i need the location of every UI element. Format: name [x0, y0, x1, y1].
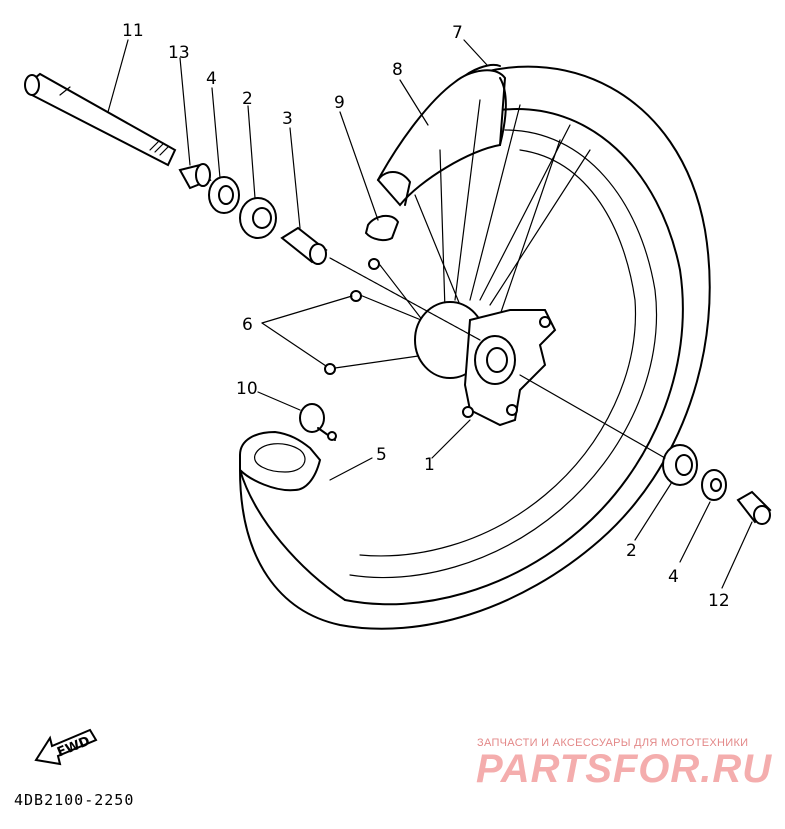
callout-9: 9 — [334, 93, 345, 113]
axle — [24, 72, 177, 167]
rim-band — [364, 214, 400, 242]
callout-2-bottom: 2 — [626, 541, 637, 561]
assembly-axis-lines — [329, 257, 666, 459]
tire-section-top — [376, 69, 507, 207]
wheel-hub — [414, 301, 557, 427]
leader-lines — [107, 39, 753, 589]
tire-valve — [299, 403, 337, 441]
callout-7: 7 — [452, 23, 463, 43]
callout-4-bottom: 4 — [668, 567, 679, 587]
callout-3: 3 — [282, 109, 293, 129]
tube-section — [239, 430, 322, 492]
watermark: ЗАПЧАСТИ И АКСЕССУАРЫ ДЛЯ МОТОТЕХНИКИ PA… — [476, 737, 772, 791]
spokes — [324, 99, 591, 375]
diagram-code: 4DB2100-2250 — [14, 791, 134, 809]
callout-4-top: 4 — [206, 69, 217, 89]
callout-10: 10 — [236, 379, 258, 399]
callout-12: 12 — [708, 591, 730, 611]
callout-13: 13 — [168, 43, 190, 63]
wheel-rim — [239, 64, 711, 630]
left-side-parts — [178, 163, 328, 265]
callout-1: 1 — [424, 455, 435, 475]
watermark-tagline: ЗАПЧАСТИ И АКСЕССУАРЫ ДЛЯ МОТОТЕХНИКИ — [477, 737, 748, 749]
right-side-parts — [662, 444, 772, 525]
callout-8: 8 — [392, 60, 403, 80]
callout-6: 6 — [242, 315, 253, 335]
forward-direction-arrow: FWD — [34, 728, 98, 766]
callout-11: 11 — [122, 21, 144, 41]
callout-labels: 11 13 4 2 3 9 8 7 6 10 5 1 2 4 12 — [122, 21, 730, 611]
callout-5: 5 — [376, 445, 387, 465]
callout-2-top: 2 — [242, 89, 253, 109]
watermark-brand: PARTSFOR.RU — [476, 747, 772, 791]
